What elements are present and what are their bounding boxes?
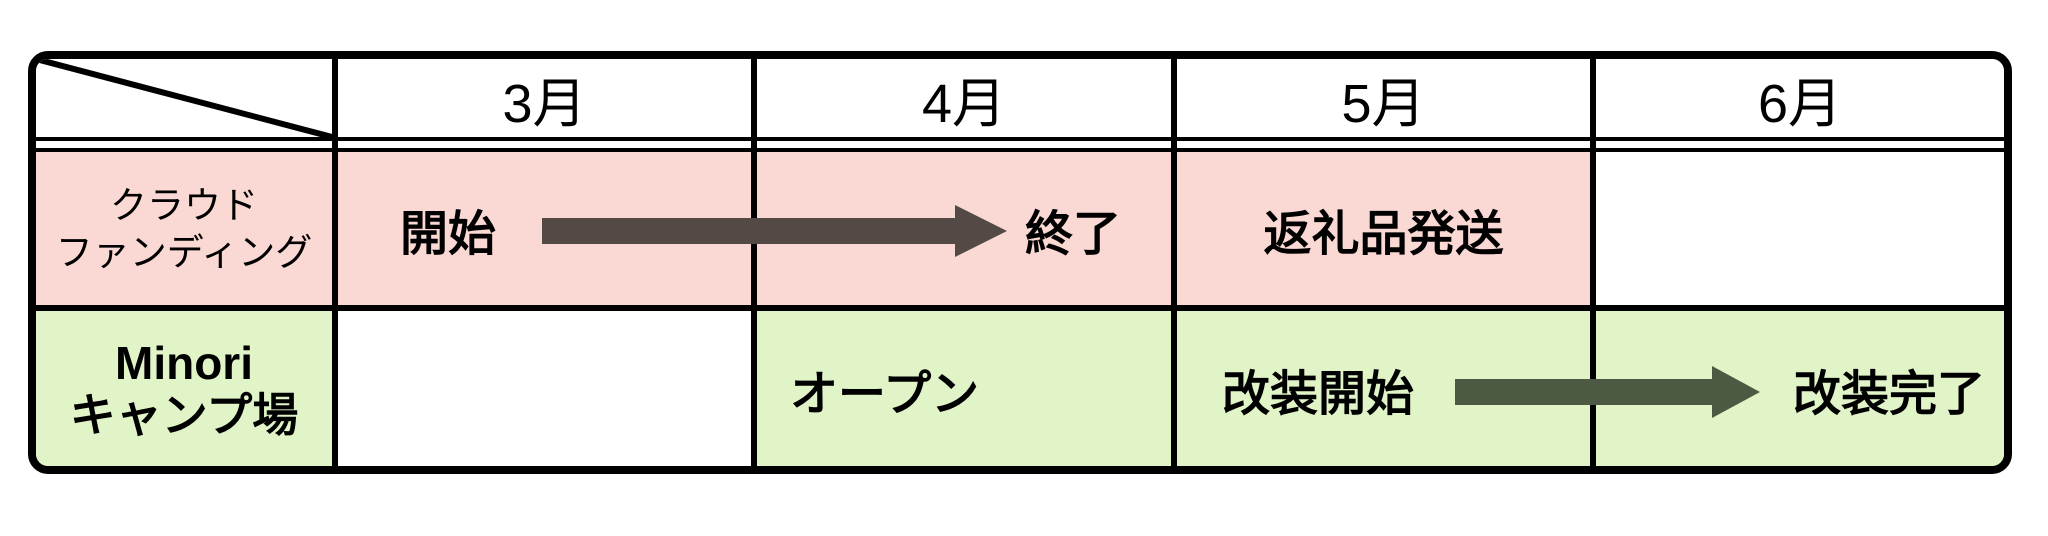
- month-label: 3月: [502, 73, 587, 134]
- schedule-table: 3月 4月 5月 6月 クラウド ファンディング 開始 終了 返礼品発送: [28, 51, 2012, 474]
- row-header-campsite: Minori キャンプ場: [36, 311, 338, 466]
- renovation-arrow-shaft: [1455, 379, 1712, 405]
- row-header-line1: クラウド: [110, 184, 258, 226]
- event-shipping-label: 返礼品発送: [1263, 207, 1504, 261]
- event-start-label: 開始: [400, 207, 497, 261]
- header-separator: [36, 137, 338, 152]
- cell-crowdfunding-may: 返礼品発送: [1177, 152, 1596, 305]
- cell-campsite-april: オープン: [757, 311, 1177, 466]
- crowdfunding-arrow-shaft: [542, 218, 955, 244]
- month-label: 6月: [1757, 73, 1843, 134]
- row-header-line2: ファンディング: [55, 231, 313, 273]
- month-header-april: 4月: [757, 59, 1177, 137]
- header-separator: [1177, 137, 1596, 152]
- month-label: 4月: [921, 73, 1007, 134]
- month-header-march: 3月: [338, 59, 757, 137]
- row-header-line1: Minori: [115, 336, 253, 389]
- cell-campsite-march-empty: [338, 311, 757, 466]
- header-separator: [338, 137, 757, 152]
- header-separator: [1596, 137, 2004, 152]
- event-end-label: 終了: [1025, 207, 1122, 261]
- row-divider: [36, 305, 2004, 311]
- renovation-arrowhead-icon: [1712, 366, 1760, 418]
- crowdfunding-arrowhead-icon: [955, 205, 1007, 257]
- row-header-line2: キャンプ場: [69, 388, 299, 441]
- event-renostart-label: 改装開始: [1222, 367, 1415, 421]
- event-renoend-label: 改装完了: [1793, 367, 1986, 421]
- corner-cell: [36, 59, 338, 137]
- month-header-may: 5月: [1177, 59, 1596, 137]
- row-header-crowdfunding: クラウド ファンディング: [36, 152, 338, 305]
- diagonal-slash-line: [36, 59, 332, 137]
- month-label: 5月: [1341, 73, 1426, 134]
- header-separator: [757, 137, 1177, 152]
- cell-crowdfunding-june-empty: [1596, 152, 2004, 305]
- month-header-june: 6月: [1596, 59, 2004, 137]
- event-open-label: オープン: [790, 367, 980, 421]
